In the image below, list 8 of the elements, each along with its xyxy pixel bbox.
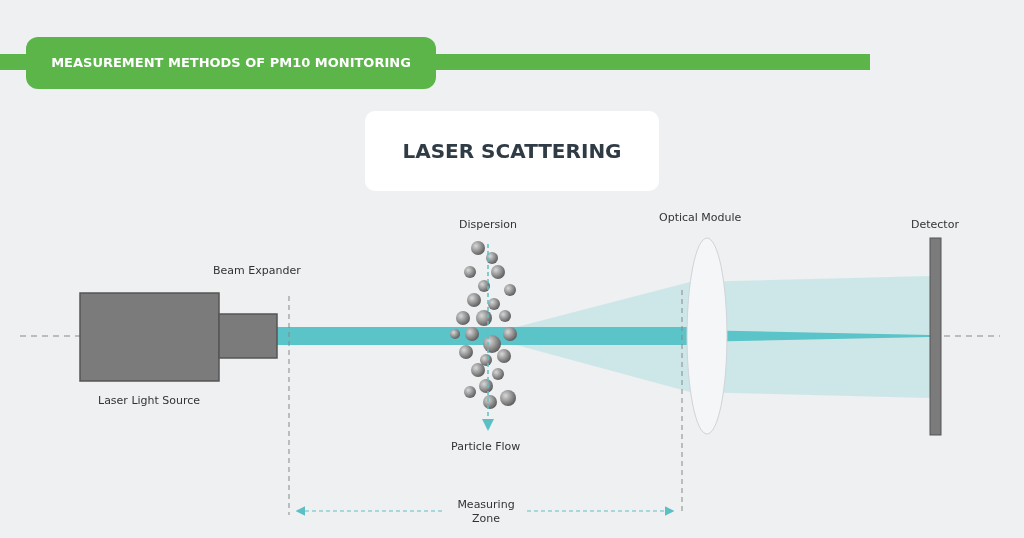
part-label: Particle Flow: [451, 440, 521, 453]
part-label: Laser Light Source: [98, 394, 201, 407]
part-label: Detector: [911, 218, 959, 231]
part-label: Optical Module: [659, 211, 742, 224]
heading-card: LASER SCATTERING: [365, 111, 659, 191]
part-label: Beam Expander: [213, 264, 301, 277]
part-label: Dispersion: [459, 218, 518, 231]
title-banner: MEASUREMENT METHODS OF PM10 MONITORING: [26, 37, 436, 89]
